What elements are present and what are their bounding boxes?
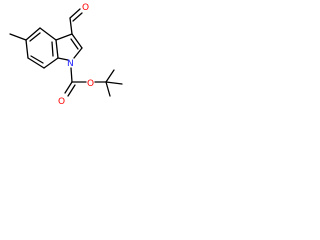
bond-c3-cho: [69, 17, 73, 35]
nitrogen-label: N: [67, 59, 74, 69]
bond-c7a-c3a: [55, 39, 59, 59]
bond-c4-c5: [25, 27, 41, 41]
bond-tbu-me1: [105, 69, 115, 83]
aldehyde-oxygen-label: O: [82, 3, 89, 13]
carbonyl-oxygen-label: O: [58, 97, 65, 107]
bond-c3a-c4: [39, 27, 57, 41]
bond-carbonyl-o-double: [67, 84, 76, 97]
bond-n1-c7a: [57, 57, 69, 61]
bond-c2-n1: [73, 47, 83, 59]
ester-oxygen-label: O: [87, 79, 94, 89]
bond-c7a-c3a-inner: [51, 41, 54, 57]
bond-c3-c2: [71, 33, 83, 49]
bond-cho-o-double: [72, 12, 83, 22]
bond-c3-c2-inner: [70, 38, 79, 50]
bond-n-carbonyl: [70, 67, 73, 83]
bond-c6-c7-inner: [30, 55, 44, 64]
benzene-ring: [25, 27, 59, 69]
bond-c3a-c3: [55, 33, 73, 41]
bond-c6-c7: [27, 57, 45, 69]
bond-c4-c5-inner: [29, 32, 41, 42]
bond-cho-o: [69, 8, 81, 19]
bond-tbu-me3: [105, 81, 111, 97]
bond-carbonyl-o: [64, 81, 73, 94]
bond-tbu-me2: [105, 81, 123, 85]
bond-c5-c6: [25, 39, 29, 59]
bond-methyl: [9, 33, 27, 41]
chemical-structure-diagram: O N O O: [9, 3, 123, 107]
pyrrole-ring: [55, 33, 83, 61]
bond-c7-c7a: [43, 57, 59, 69]
